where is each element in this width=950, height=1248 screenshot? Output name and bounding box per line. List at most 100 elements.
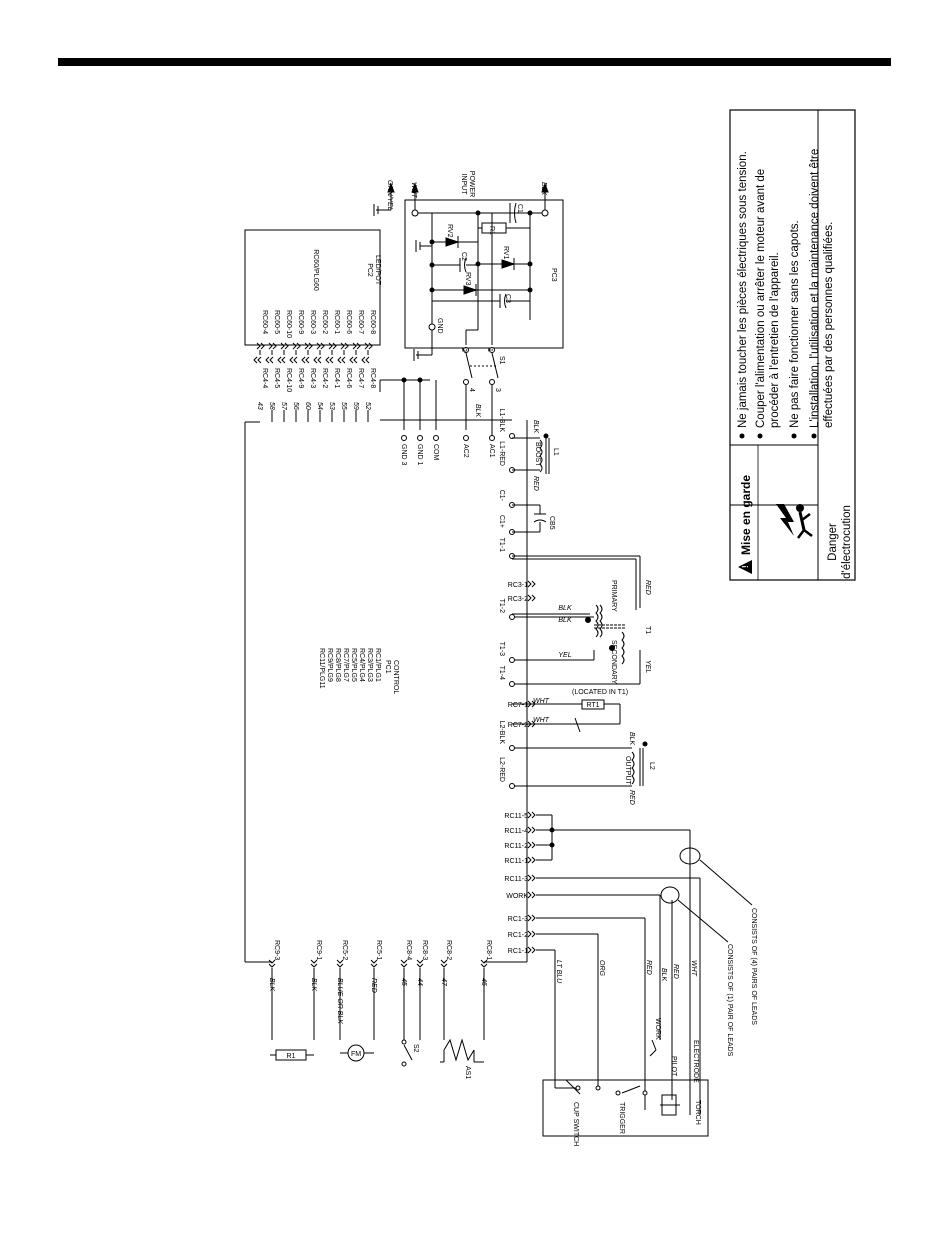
- t1-secondary: SECONDARY: [610, 640, 617, 685]
- c1-label: C1: [516, 204, 523, 213]
- header-rule: [58, 58, 891, 66]
- transformer-t1: [512, 555, 641, 685]
- right-connector: RC3-1: [508, 582, 528, 589]
- torch-wire-blk: BLK: [660, 968, 667, 982]
- torch-wire-wht: WHT: [690, 960, 697, 977]
- rc60-pin: RC60-8: [369, 310, 376, 334]
- warning-bullet-2-0: Ne pas faire fonctionner sans les capots…: [789, 220, 801, 428]
- s1-wire: BLK: [474, 404, 481, 418]
- connector-chevron: [527, 874, 536, 882]
- warning-bullet-1-1: procéder à l'entretien de l'appareil.: [769, 252, 781, 428]
- bullet-dot: [757, 433, 763, 439]
- fm-label: FM: [351, 1051, 361, 1058]
- control-plug: RC4/PLG4: [358, 648, 365, 682]
- control-plug: RC1/PLG1: [374, 648, 381, 682]
- terminal-dot: [509, 657, 515, 663]
- rc60-chevron: [256, 342, 265, 350]
- wire-blk-in: BLK: [540, 182, 547, 196]
- pc2-title-1: PC2: [366, 263, 373, 277]
- rv2-label: RV2: [446, 224, 453, 238]
- control-title-2: CONTROL: [392, 660, 399, 694]
- connector-chevron: [440, 959, 448, 968]
- connector-chevron: [527, 811, 536, 819]
- upper-terminal: L1-BLK: [498, 409, 505, 433]
- rc4-pin: RC4-10: [285, 368, 292, 392]
- terminal-dot: [463, 435, 469, 441]
- torch-wire-red2: RED: [672, 964, 679, 979]
- bullet-dot: [791, 433, 797, 439]
- pc2-board: [244, 229, 381, 346]
- l2-inductor: [512, 741, 648, 787]
- electrocution-icon: [776, 504, 813, 539]
- rc60-pin: RC60-2: [321, 310, 328, 334]
- terminal-dot: [509, 681, 515, 687]
- s2-label: S2: [412, 1044, 419, 1053]
- bottom-wire-label: BLUE OR BLK: [336, 978, 343, 1024]
- upper-terminal: L1-RED: [498, 441, 505, 466]
- electrode-label: ELECTRODE: [692, 1040, 699, 1083]
- t1-wire-yel2: YEL: [644, 660, 651, 673]
- bottom-connector: RC9-1: [315, 940, 322, 960]
- bullet-dot: [739, 433, 745, 439]
- note-1-pair: CONSISTS OF (1) PAIR OF LEADS: [726, 944, 733, 1057]
- connector-chevron: [480, 959, 488, 968]
- s1-label: S1: [498, 356, 505, 365]
- rc60-pin: RC60-10: [285, 310, 292, 338]
- control-plug: RC11/PLG11: [318, 648, 325, 689]
- right-connector: RC7-2: [508, 722, 528, 729]
- right-connectors: RC3-1RC3-2T1-2T1-3T1-4RC7-1RC7-2L2-BLKL2…: [498, 580, 536, 955]
- rc60-pin: RC60-3: [309, 310, 316, 334]
- connector-chevron: [370, 959, 378, 968]
- trigger-label: TRIGGER: [618, 1102, 625, 1134]
- pc2-wire-num: 60: [304, 402, 311, 410]
- terminal-dot: [417, 435, 423, 441]
- control-plug: RC3/PLG3: [366, 648, 373, 682]
- l2-sub: OUTPUT: [624, 756, 631, 786]
- t1-wire-red: RED: [644, 580, 651, 595]
- connector-chevron: [416, 959, 424, 968]
- l1-wire-red: RED: [532, 476, 539, 491]
- pc2-wire-num: 53: [328, 402, 335, 410]
- rc4-pin: RC4-1: [333, 368, 340, 388]
- pc2-wire-num: 58: [268, 402, 275, 410]
- rv1-label: RV1: [502, 246, 509, 260]
- pc3-label: PC3: [550, 268, 557, 282]
- terminal-dot: [509, 614, 515, 620]
- control-bus: [244, 377, 528, 962]
- warning-bullet-1-0: Couper l'alimentation ou arrêter le mote…: [755, 169, 767, 428]
- c3-label: C3: [504, 294, 511, 303]
- c2-label: C2: [460, 252, 467, 261]
- l2-label: L2: [648, 762, 655, 770]
- l2-wire-blk: BLK: [628, 732, 635, 746]
- pc2-wire-num: 43: [256, 402, 263, 410]
- connector-chevron: [527, 841, 536, 849]
- l1-inductor: [512, 433, 550, 474]
- bottom-connector: RC8-2: [445, 940, 452, 960]
- pc2-subtitle: RC60/PLG60: [312, 249, 319, 291]
- svg-text:!: !: [741, 565, 750, 568]
- bottom-wire-label: 44: [416, 978, 423, 986]
- upper-terminal: AC1: [488, 444, 495, 458]
- pc2-wire-num: 56: [292, 402, 299, 410]
- bottom-wire-label: RED: [370, 978, 377, 993]
- pilot-label: PILOT: [670, 1056, 677, 1077]
- right-connector: RC11-2: [504, 843, 528, 850]
- right-connector: RC3-2: [508, 596, 528, 603]
- bottom-connector: RC5-2: [341, 940, 348, 960]
- upper-terminal: GND 1: [416, 444, 423, 466]
- rc60-chevron: [328, 342, 337, 350]
- warning-title: Mise en garde: [739, 475, 753, 555]
- s1-t2: 2: [460, 348, 467, 352]
- rc4-chevron: [301, 356, 310, 364]
- wire-grnyel-in: GRN/YEL: [386, 180, 393, 211]
- warning-triangle-icon: !: [738, 560, 752, 574]
- pc2-wire-num: 59: [352, 402, 359, 410]
- connector-chevron: [400, 959, 408, 968]
- cb5-capacitor: [512, 504, 547, 533]
- control-plug: RC5/PLG5: [350, 648, 357, 682]
- bottom-connector: RC8-1: [485, 940, 492, 960]
- bottom-wire-label: 45: [400, 978, 407, 986]
- right-connector: L2-RED: [498, 757, 505, 782]
- connector-chevron: [527, 914, 536, 922]
